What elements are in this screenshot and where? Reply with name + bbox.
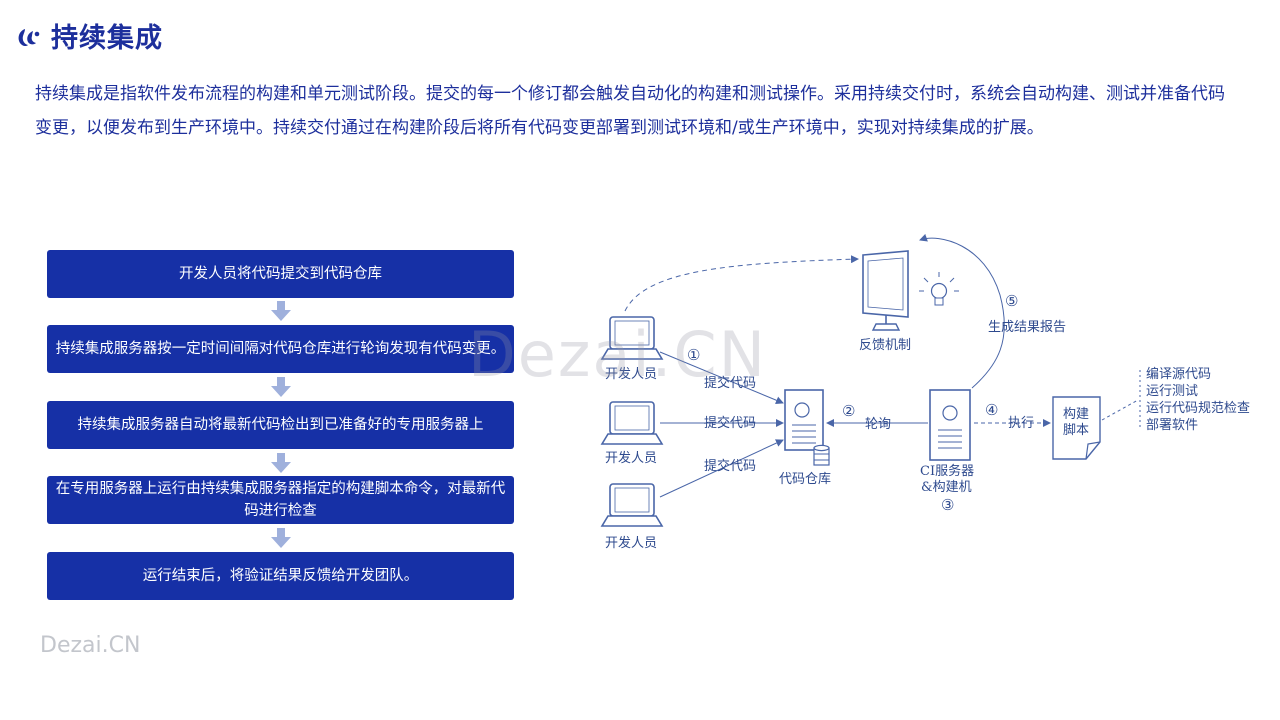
flow-step-2: 持续集成服务器按一定时间间隔对代码仓库进行轮询发现有代码变更。 (47, 325, 514, 373)
feedback-label: 反馈机制 (859, 338, 911, 353)
task-item-3: 运行代码规范检查 (1146, 401, 1250, 416)
step-number-5: ⑤ (1005, 292, 1018, 310)
arrow-down-icon (271, 528, 291, 548)
laptop-icon (600, 316, 664, 360)
arrow-down-icon (271, 377, 291, 397)
developer-label-2: 开发人员 (605, 450, 657, 466)
watermark-corner: Dezai.CN (40, 633, 141, 658)
report-label: 生成结果报告 (988, 320, 1066, 335)
build-script-label-1: 构建 (1063, 407, 1089, 422)
arrow-down-icon (271, 453, 291, 473)
repository-server-icon (784, 389, 824, 451)
step-number-1: ① (687, 346, 700, 364)
ci-diagram: 开发人员 开发人员 开发人员 ① 提交代码 提交代码 提交代码 代码仓库 ② 轮… (600, 233, 1250, 551)
task-item-4: 部署软件 (1146, 418, 1198, 433)
flow-step-3: 持续集成服务器自动将最新代码检出到已准备好的专用服务器上 (47, 401, 514, 449)
ci-server-label-2: &构建机 (921, 480, 972, 495)
monitor-icon (862, 250, 909, 331)
task-item-2: 运行测试 (1146, 384, 1198, 399)
poll-label: 轮询 (865, 417, 891, 432)
execute-label: 执行 (1008, 416, 1034, 431)
logo-icon (18, 29, 40, 47)
commit-label-3: 提交代码 (704, 458, 756, 474)
step-number-4: ④ (985, 401, 998, 419)
intro-paragraph: 持续集成是指软件发布流程的构建和单元测试阶段。提交的每一个修订都会触发自动化的构… (35, 84, 1225, 138)
ci-server-label-1: CI服务器 (920, 463, 974, 479)
laptop-icon (600, 401, 664, 445)
page-title: 持续集成 (51, 23, 163, 54)
ci-server-icon (929, 389, 971, 461)
database-icon (813, 444, 830, 466)
build-script-label-2: 脚本 (1063, 422, 1089, 438)
arrow-down-icon (271, 301, 291, 321)
flow-step-4: 在专用服务器上运行由持续集成服务器指定的构建脚本命令，对最新代码进行检查 (47, 476, 514, 524)
flow-step-5: 运行结束后，将验证结果反馈给开发团队。 (47, 552, 514, 600)
step-number-3: ③ (941, 496, 954, 514)
task-item-1: 编译源代码 (1146, 367, 1211, 382)
flow-step-1: 开发人员将代码提交到代码仓库 (47, 250, 514, 298)
watermark: Dezai.CN (468, 318, 768, 391)
step-number-2: ② (842, 402, 855, 420)
developer-label-1: 开发人员 (605, 366, 657, 382)
lightbulb-icon (919, 272, 959, 306)
laptop-icon (600, 483, 664, 527)
repository-label: 代码仓库 (779, 471, 831, 487)
commit-label-1: 提交代码 (704, 375, 756, 391)
commit-label-2: 提交代码 (704, 415, 756, 431)
developer-label-3: 开发人员 (605, 535, 657, 551)
